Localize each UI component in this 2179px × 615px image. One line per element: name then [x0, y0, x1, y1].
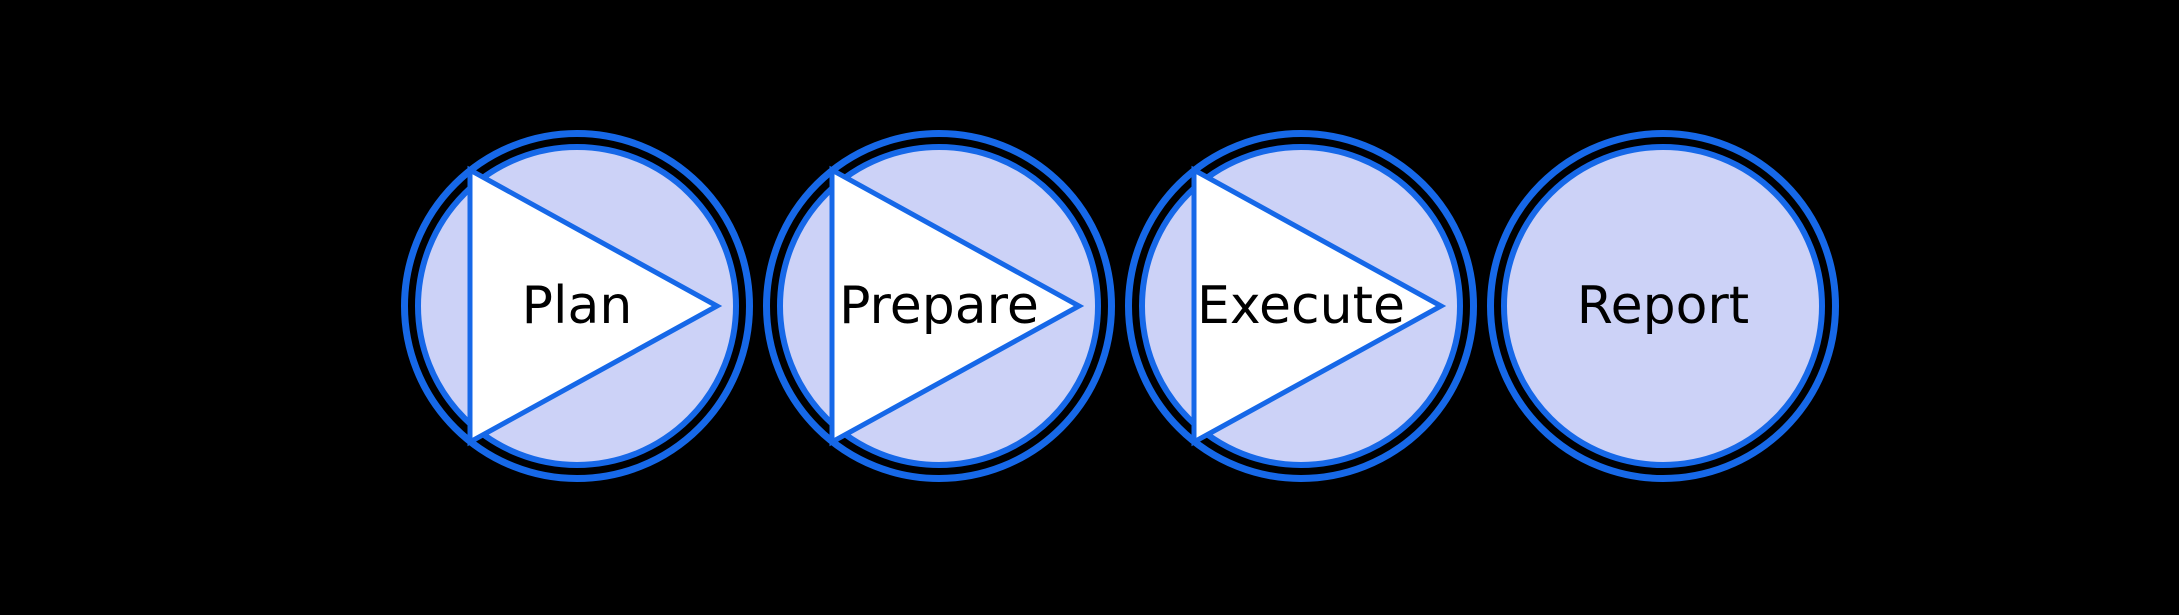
node-inner-ring-report — [1501, 144, 1825, 468]
chevron-right-arrow-icon — [467, 165, 723, 447]
node-inner-ring-prepare — [777, 144, 1101, 468]
labels-layer: Plan Prepare Execute Report — [522, 276, 1750, 336]
node-label-prepare: Prepare — [839, 276, 1039, 336]
node-label-execute: Execute — [1197, 276, 1405, 336]
connectors-layer — [467, 165, 1447, 447]
node-report[interactable] — [1487, 130, 1839, 482]
node-label-plan: Plan — [522, 276, 633, 336]
node-inner-ring-plan — [415, 144, 739, 468]
node-outer-ring-execute — [1125, 130, 1477, 482]
chevron-right-arrow-icon — [1191, 165, 1447, 447]
node-outer-ring-prepare — [763, 130, 1115, 482]
node-outer-ring-plan — [401, 130, 753, 482]
node-label-report: Report — [1577, 276, 1749, 336]
node-inner-ring-execute — [1139, 144, 1463, 468]
node-outer-ring-report — [1487, 130, 1839, 482]
chevron-right-arrow-icon — [829, 165, 1085, 447]
node-fill-report — [1504, 147, 1822, 465]
